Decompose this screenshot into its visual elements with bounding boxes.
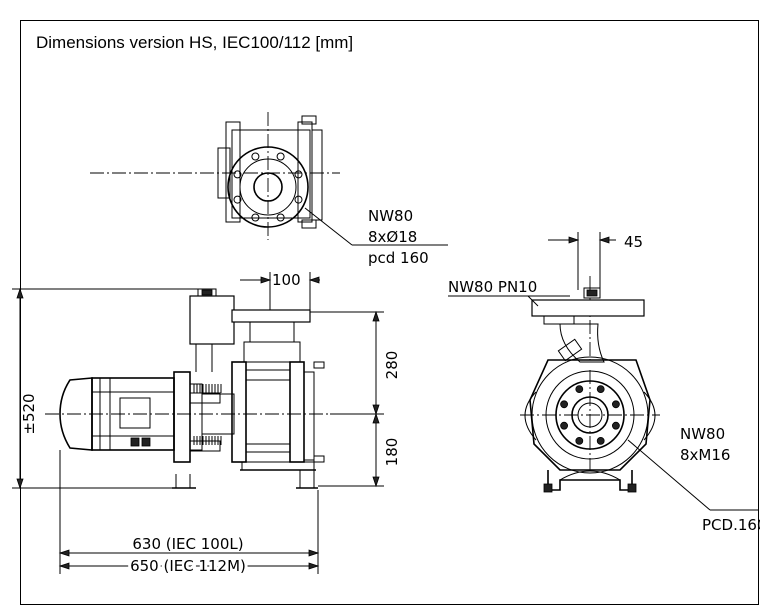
bolt-hole	[596, 385, 605, 394]
dim-520-label: ±520	[20, 393, 38, 434]
len-100l-label: 630 (IEC 100L)	[132, 535, 243, 553]
bolt-hole	[294, 170, 303, 179]
dim-280-label: 280	[383, 351, 401, 380]
bolt-hole	[233, 195, 242, 204]
top-pcd-label: pcd 160	[368, 249, 429, 267]
bolt-hole	[276, 152, 285, 161]
bolt-hole	[560, 400, 568, 409]
top-nw-label: NW80	[368, 207, 413, 225]
front-pcd-label: PCD.160	[702, 516, 760, 534]
bolt-hole	[233, 170, 242, 179]
dim-180-label: 180	[383, 438, 401, 467]
side-view	[12, 272, 384, 574]
bolt-hole	[575, 436, 584, 445]
bolt-hole	[612, 400, 620, 409]
len-112m-label: 650 (IEC 112M)	[130, 557, 246, 575]
dim-100-label: 100	[272, 271, 301, 289]
bolt-hole	[612, 421, 620, 430]
front-view	[448, 232, 758, 511]
front-nw-label: NW80	[680, 425, 725, 443]
top-view	[90, 112, 448, 246]
bolt-hole	[560, 421, 568, 430]
front-bolts-label: 8xM16	[680, 446, 730, 464]
bolt-hole	[251, 152, 260, 161]
drawing-title: Dimensions version HS, IEC100/112 [mm]	[36, 33, 354, 52]
bolt-hole	[596, 436, 605, 445]
bolt-hole	[294, 195, 303, 204]
bolt-hole	[251, 213, 260, 222]
bolt-hole	[575, 385, 584, 394]
bolt-hole	[276, 213, 285, 222]
top-holes-label: 8xØ18	[368, 228, 417, 246]
flange-label: NW80 PN10	[448, 278, 537, 296]
dim-45-label: 45	[624, 233, 643, 251]
